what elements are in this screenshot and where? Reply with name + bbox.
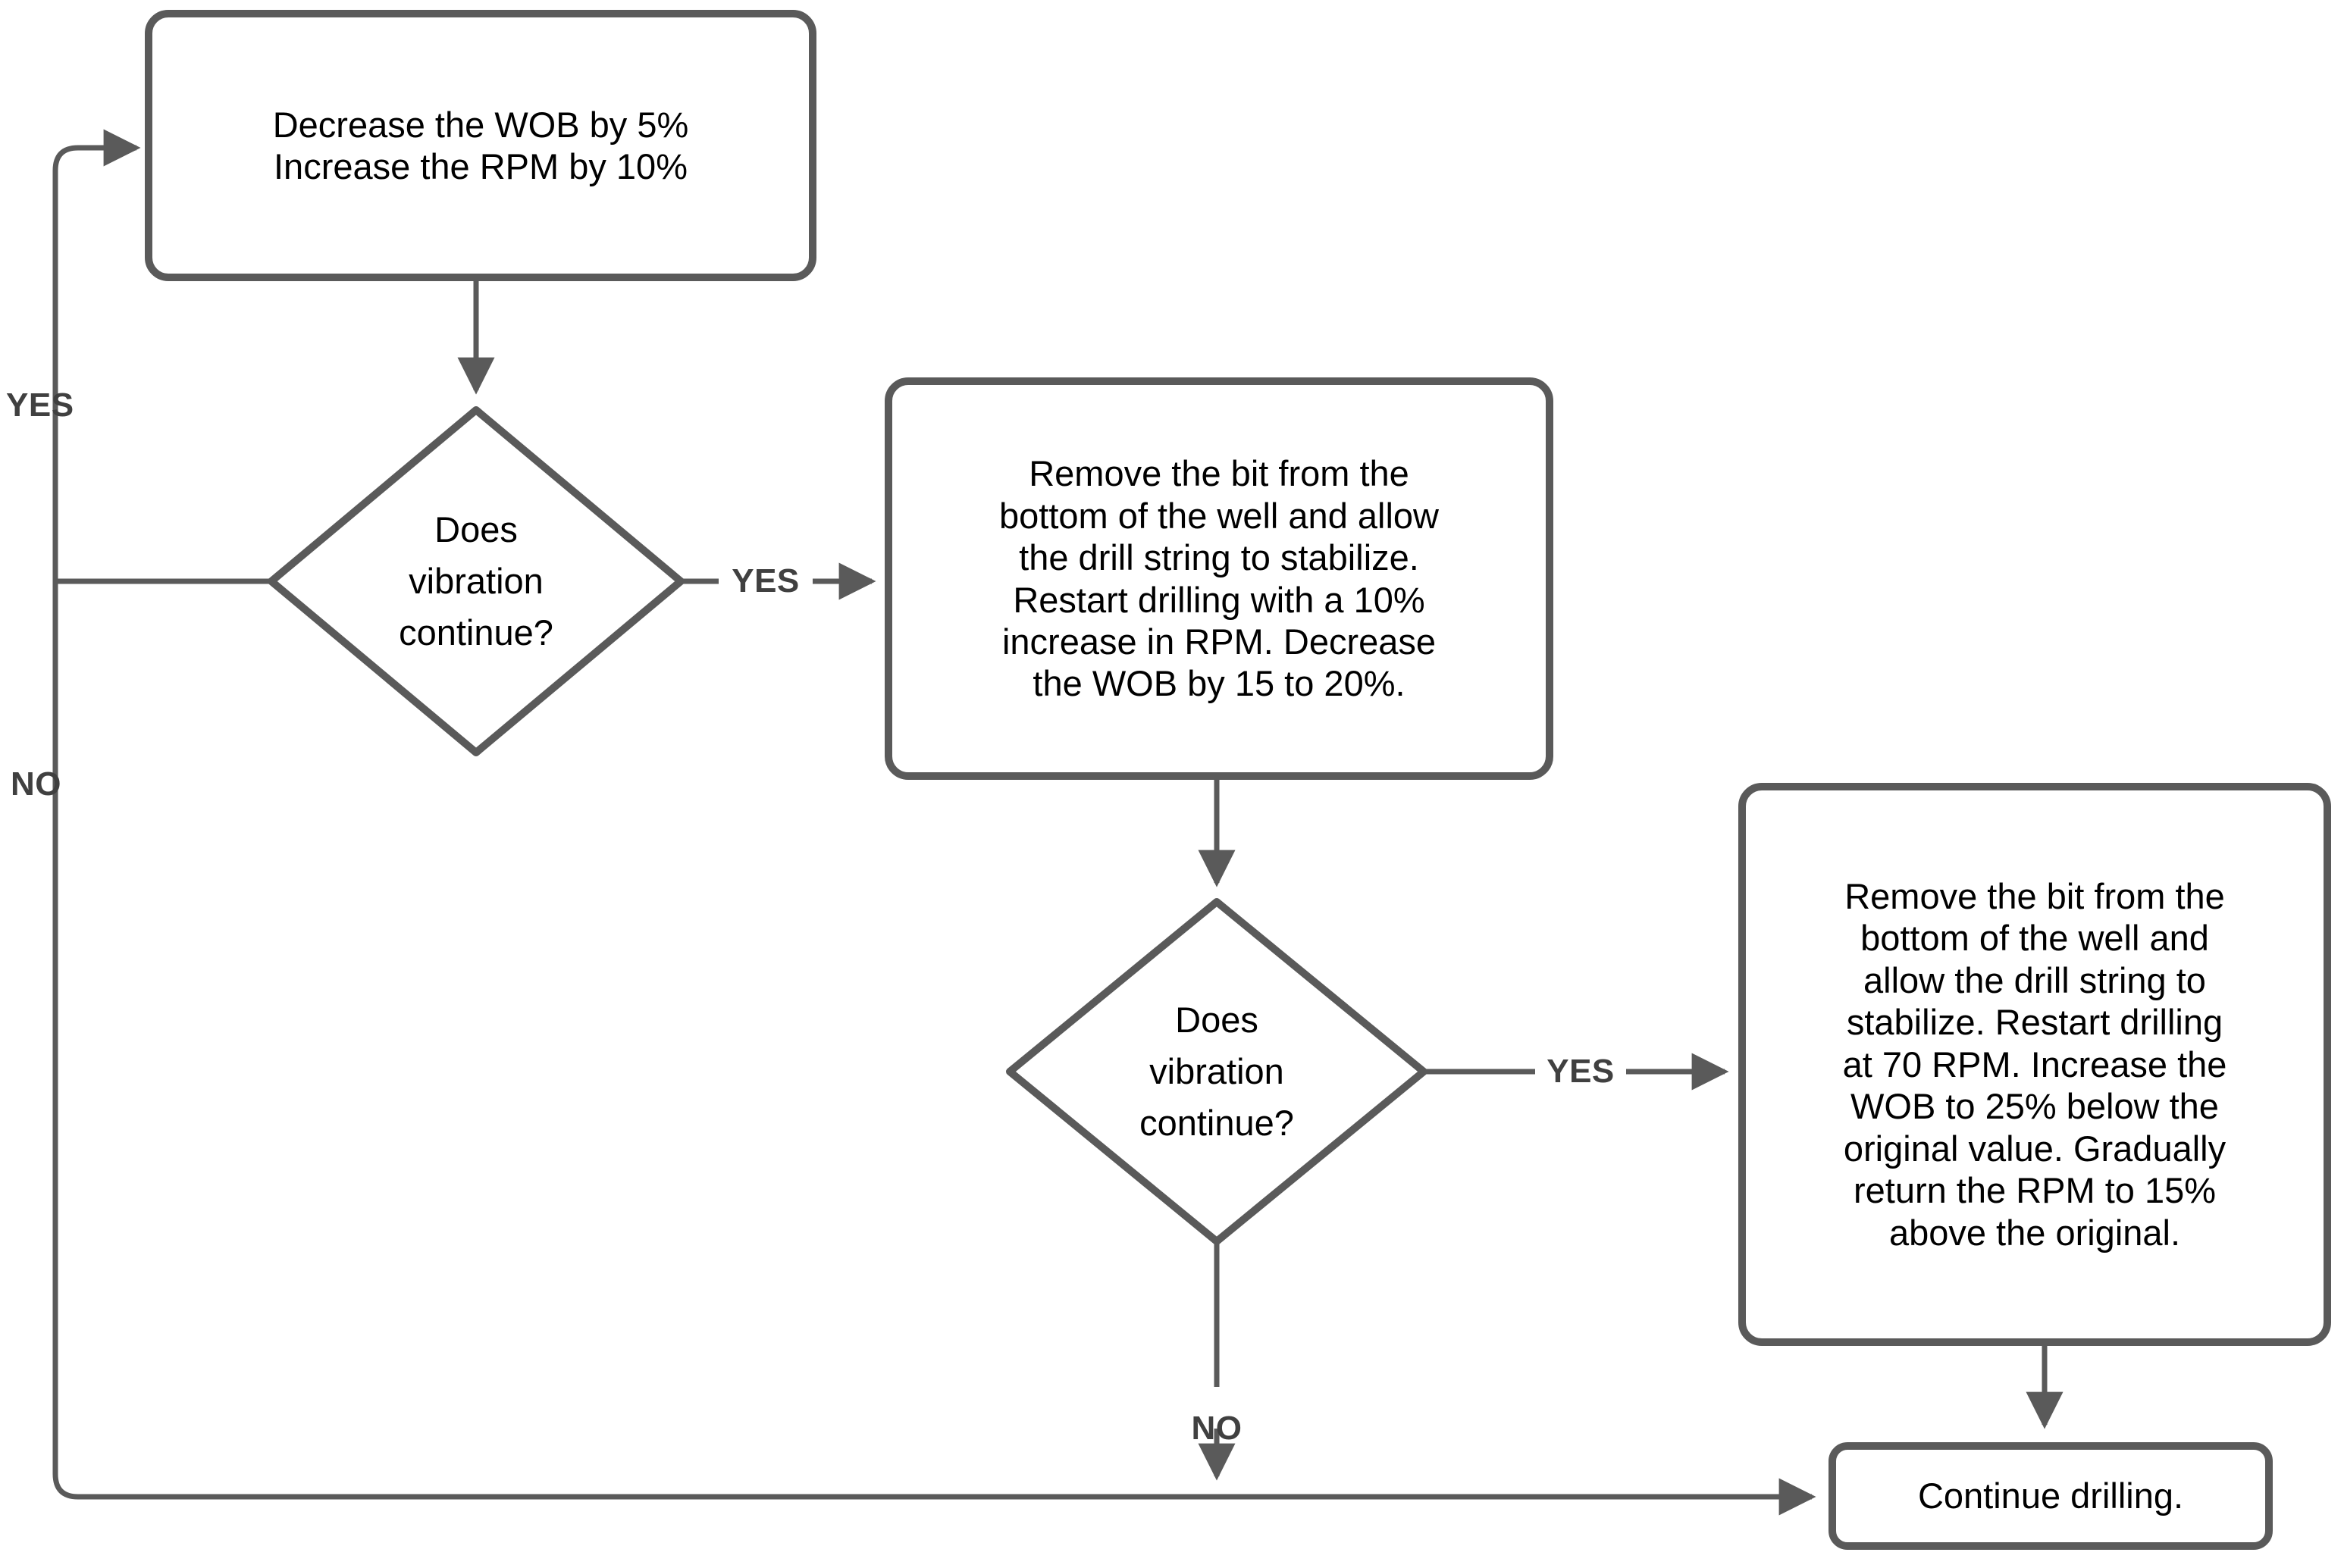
edge-d1-no-down: [52, 1473, 1816, 1516]
edge-label-d2-yes: YES: [1546, 1053, 1615, 1090]
node-shape-decision-2: [1006, 898, 1427, 1245]
node-shape-restart-70rpm: [1738, 783, 2331, 1346]
edge-label-d1-no: NO: [11, 765, 61, 803]
node-shape-restart-10pct: [885, 377, 1553, 780]
node-shape-decision-1: [268, 406, 685, 756]
edge-label-loop-yes-back: YES: [6, 387, 74, 424]
edge-label-d1-yes: YES: [732, 562, 800, 599]
edge-label-d2-no: NO: [1191, 1410, 1243, 1447]
node-shape-adjust-params: [145, 10, 816, 281]
node-shape-continue-drilling: [1829, 1442, 2273, 1550]
edge-loop-yes-back: [52, 129, 141, 171]
